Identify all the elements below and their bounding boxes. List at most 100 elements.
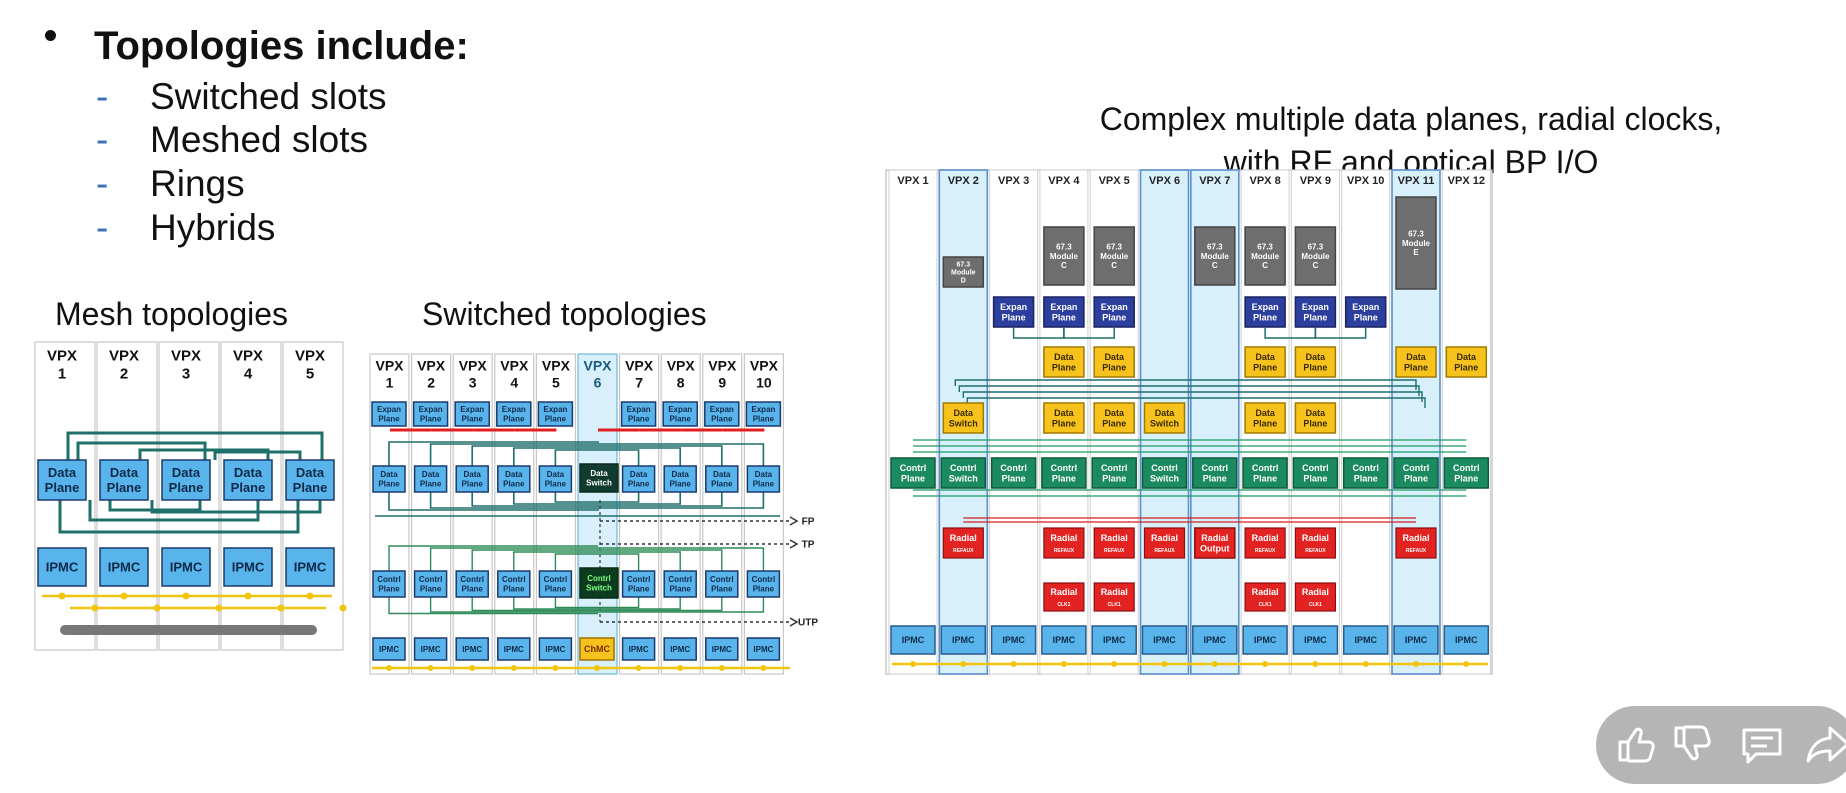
complex-module-d-rect bbox=[942, 256, 985, 288]
complex-ipmc: IPMC bbox=[1292, 625, 1339, 655]
list-dash: - bbox=[96, 207, 109, 248]
comment-button[interactable] bbox=[1734, 716, 1790, 772]
complex-radial-clk-rect bbox=[1294, 582, 1337, 612]
switched-contrl-link bbox=[598, 597, 765, 613]
complex-ipmc: IPMC bbox=[1192, 625, 1238, 655]
mesh-ipmc: IPMC bbox=[223, 547, 273, 587]
complex-data-plane-rect bbox=[1294, 402, 1337, 434]
switched-data-plane-rect bbox=[538, 465, 573, 493]
switched-ipmc: IPMC bbox=[746, 637, 781, 661]
complex-radial-label: Radial bbox=[1151, 533, 1178, 543]
switched-data-link bbox=[513, 447, 599, 466]
complex-radial-sub: REFAUX bbox=[1305, 548, 1326, 554]
like-button[interactable] bbox=[1606, 716, 1662, 772]
complex-ipmc: IPMC bbox=[940, 625, 987, 655]
mesh-link bbox=[66, 431, 324, 460]
complex-contrl-plane-rect bbox=[1091, 457, 1137, 489]
switched-ipmc-label: IPMC bbox=[421, 645, 441, 654]
complex-ipmc-rect bbox=[890, 625, 936, 655]
complex-expan-link bbox=[1063, 327, 1115, 339]
switched-data-link bbox=[599, 492, 681, 505]
mesh-ipmc: IPMC bbox=[161, 547, 211, 587]
complex-ipmc-rect bbox=[1192, 625, 1238, 655]
bullet-icon bbox=[45, 30, 56, 41]
switched-contrl-link bbox=[598, 551, 681, 571]
switched-contrl-plane-rect bbox=[372, 570, 406, 598]
switched-data-plane-rect bbox=[413, 465, 448, 493]
switched-expan-plane-rect bbox=[704, 401, 740, 427]
complex-radial-label: Radial bbox=[1402, 533, 1429, 543]
complex-data-plane-rect bbox=[1244, 402, 1286, 434]
switched-contrl-plane-rect bbox=[538, 570, 573, 598]
mesh-link bbox=[213, 450, 302, 460]
mesh-data-plane-rect bbox=[223, 459, 273, 501]
complex-contrl-plane-rect bbox=[1192, 457, 1238, 489]
complex-slot-label: VPX 3 bbox=[998, 175, 1029, 187]
switched-bus-node bbox=[386, 665, 392, 671]
complex-ipmc-label: IPMC bbox=[902, 635, 925, 645]
switched-data-link bbox=[599, 492, 765, 509]
switched-data-plane-rect bbox=[663, 465, 697, 493]
complex-ipmc-rect bbox=[1342, 625, 1389, 655]
switched-expan-plane-rect bbox=[496, 401, 532, 427]
complex-radial-label: Radial bbox=[1050, 533, 1077, 543]
complex-ipmc: IPMC bbox=[1091, 625, 1137, 655]
complex-data-plane-rect bbox=[1445, 346, 1488, 378]
switched-ipmc: IPMC bbox=[372, 637, 406, 661]
share-icon bbox=[1806, 726, 1846, 763]
dislike-button[interactable] bbox=[1662, 716, 1718, 772]
complex-radial-rect bbox=[1395, 527, 1437, 559]
complex-module-c-rect bbox=[1294, 226, 1337, 286]
complex-radial-rect bbox=[1043, 527, 1085, 559]
complex-title: Complex multiple data planes, radial clo… bbox=[1035, 98, 1787, 184]
mesh-ipmc-label: IPMC bbox=[294, 560, 327, 575]
complex-slot-label: VPX 6 bbox=[1149, 175, 1180, 187]
complex-ipmc: IPMC bbox=[1342, 625, 1389, 655]
share-button[interactable] bbox=[1800, 716, 1846, 772]
complex-radial-sub: REFAUX bbox=[1255, 548, 1276, 554]
complex-data-bus bbox=[966, 397, 1426, 408]
complex-bus-node bbox=[1463, 661, 1470, 667]
switched-data-link bbox=[599, 492, 723, 507]
switched-data-link bbox=[429, 443, 599, 466]
complex-data-switch-rect bbox=[942, 402, 985, 434]
switched-contrl-link bbox=[388, 597, 598, 615]
complex-bus-node bbox=[1211, 661, 1218, 667]
